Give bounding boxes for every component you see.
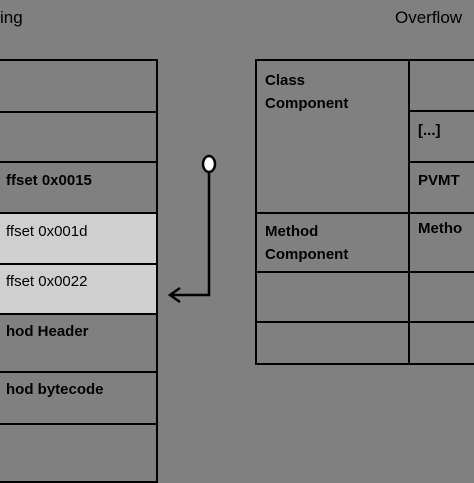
right-col-row-3-label: Metho xyxy=(418,220,463,237)
left-row-5-label: hod Header xyxy=(6,323,89,340)
class-component-label: Class Component xyxy=(265,72,349,112)
left-title: ing xyxy=(0,8,23,27)
left-row-offset-0x001d: ffset 0x001d xyxy=(0,212,158,265)
pointer-line xyxy=(172,170,211,297)
right-col-row-1-label: [...] xyxy=(418,122,441,139)
arrow-head-icon xyxy=(167,286,181,304)
right-title: Overflow xyxy=(395,8,463,27)
left-row-2-label: ffset 0x0015 xyxy=(6,172,92,189)
pointer-origin-circle xyxy=(201,154,217,174)
method-component-label: Method Component xyxy=(265,223,349,263)
left-row-4-label: ffset 0x0022 xyxy=(6,273,88,290)
left-row-6-label: hod bytecode xyxy=(6,381,104,398)
left-row-3-label: ffset 0x001d xyxy=(6,223,88,240)
right-col-row-5 xyxy=(408,321,474,365)
right-col-row-2-label: PVMT xyxy=(418,172,460,189)
